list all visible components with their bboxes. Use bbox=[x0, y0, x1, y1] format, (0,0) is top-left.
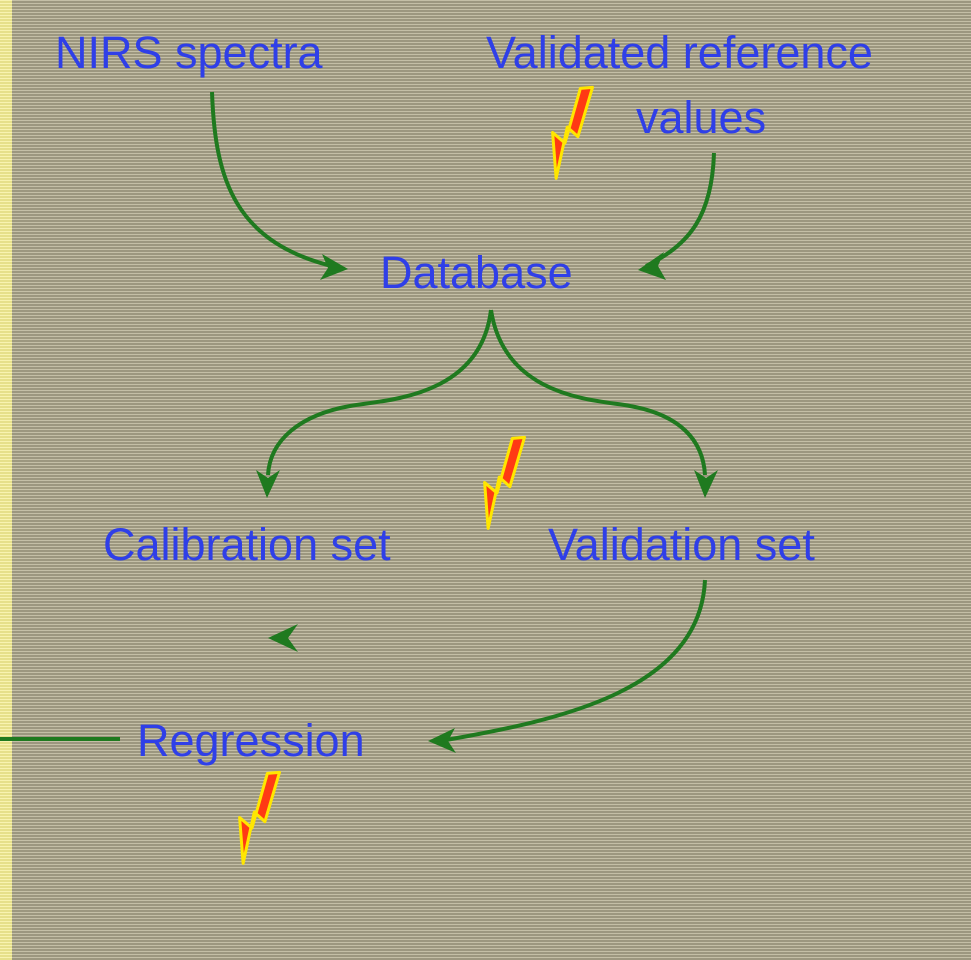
node-validated-reference-line1: Validated reference bbox=[486, 27, 873, 78]
node-validation-set: Validation set bbox=[548, 519, 815, 570]
arrow-reference-to-database bbox=[645, 152, 716, 268]
arrow-nirs-to-database bbox=[210, 91, 341, 270]
node-database: Database bbox=[380, 247, 573, 298]
lightning-bolt-icon bbox=[219, 764, 294, 865]
node-regression: Regression bbox=[137, 715, 365, 766]
left-accent-strip bbox=[0, 0, 12, 960]
arrow-database-to-validation bbox=[489, 309, 707, 476]
lightning-bolt-icon bbox=[532, 79, 607, 180]
arrowhead-nirs-to-database bbox=[320, 254, 348, 280]
node-calibration-set: Calibration set bbox=[103, 519, 391, 570]
arrow-validation-to-regression bbox=[445, 579, 707, 742]
arrow-database-to-calibration bbox=[266, 309, 493, 476]
arrowhead-calibration-stub bbox=[268, 624, 298, 652]
node-nirs-spectra: NIRS spectra bbox=[55, 27, 323, 78]
node-validated-reference-line2: values bbox=[636, 92, 767, 143]
arrowhead-database-to-validation bbox=[694, 470, 718, 498]
arrowhead-database-to-calibration bbox=[256, 470, 280, 498]
lightning-bolt-icon bbox=[464, 429, 539, 530]
arrowhead-reference-to-database bbox=[638, 252, 666, 280]
arrowhead-validation-to-regression bbox=[428, 728, 456, 753]
